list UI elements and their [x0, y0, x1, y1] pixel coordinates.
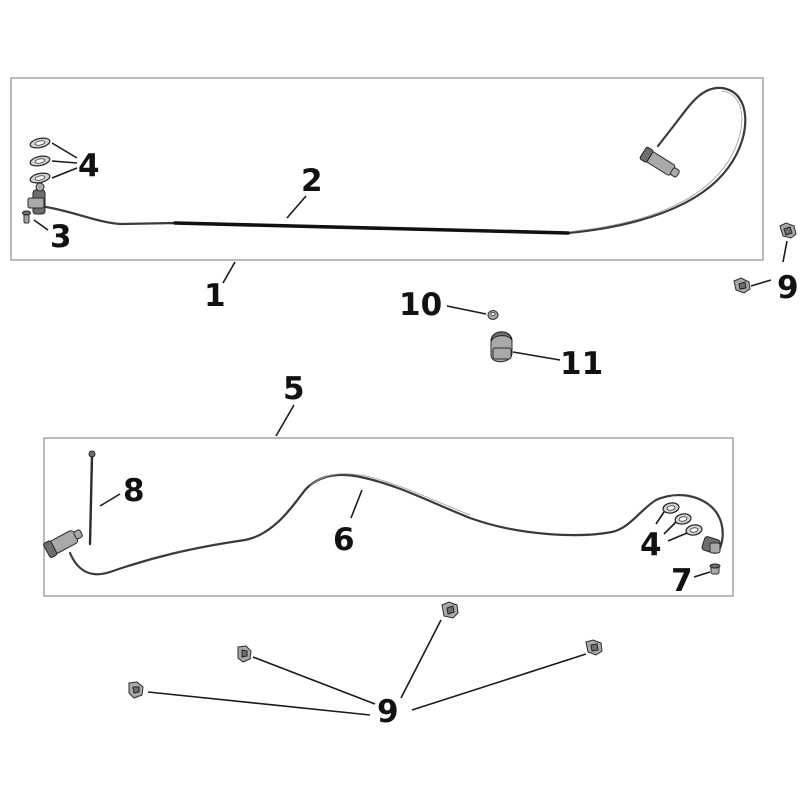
callout-5: 5 — [283, 371, 305, 407]
clamp-part-11 — [490, 331, 513, 363]
washers-part-4-top — [29, 137, 51, 184]
callout-2: 2 — [301, 163, 323, 199]
wheel-sensor-right — [701, 536, 721, 554]
callout-8: 8 — [123, 473, 145, 509]
rear-sensor-plug — [43, 529, 83, 558]
clip-part-9-a — [441, 601, 459, 619]
callout-1: 1 — [204, 278, 226, 314]
front-cable-part-2 — [38, 86, 747, 235]
screw-part-3 — [22, 210, 31, 224]
callout-11: 11 — [560, 346, 603, 382]
wheel-sensor-left — [27, 182, 46, 215]
nut-part-10 — [487, 310, 499, 320]
assembly-1-frame — [10, 77, 764, 261]
loose-parts-middle: 9 10 11 — [399, 222, 799, 382]
protective-sleeve — [173, 221, 570, 235]
callout-9-bottom: 9 — [377, 694, 399, 730]
callout-9-top: 9 — [777, 270, 799, 306]
sensor-plug — [639, 146, 680, 178]
callout-3: 3 — [50, 219, 72, 255]
callout-4-top: 4 — [78, 148, 100, 184]
washers-part-4-bottom — [662, 502, 703, 536]
assembly-1: 4 3 2 1 — [10, 77, 764, 314]
callout-4-bottom: 4 — [640, 527, 662, 563]
clip-part-9-d — [128, 681, 144, 699]
assembly-5-frame — [43, 437, 734, 597]
cable-tie-part-8 — [88, 450, 96, 546]
callout-10: 10 — [399, 287, 442, 323]
rear-cable-part-6 — [43, 473, 724, 576]
clip-part-9-top-a — [779, 222, 797, 239]
clip-part-9-c — [585, 639, 603, 656]
clip-part-9-top-b — [733, 277, 751, 294]
assembly-5: 5 8 6 — [43, 371, 734, 599]
loose-clips-bottom: 9 — [128, 601, 603, 730]
screw-part-7 — [709, 563, 721, 575]
callout-7: 7 — [671, 563, 693, 599]
clip-part-9-b — [237, 645, 252, 663]
callout-6: 6 — [333, 522, 355, 558]
